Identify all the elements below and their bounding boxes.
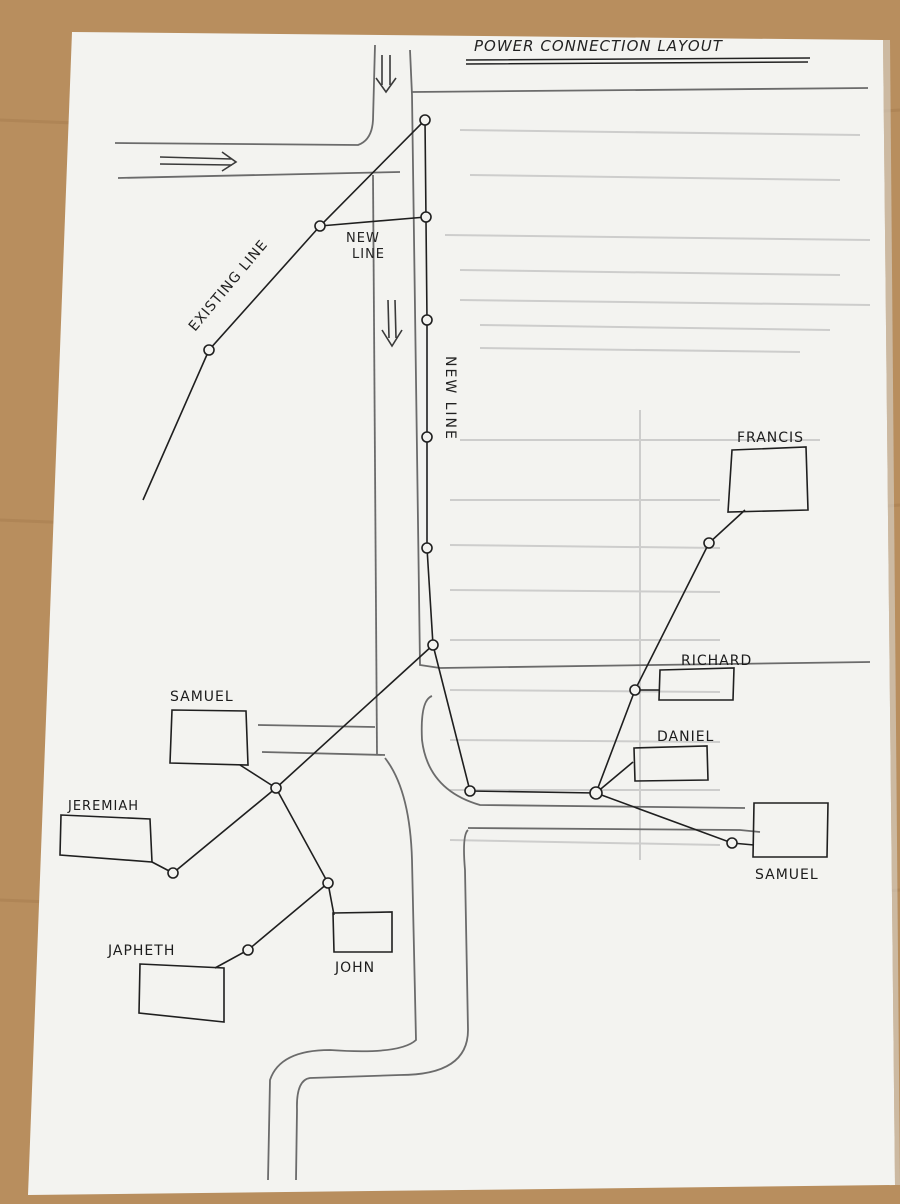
road-horizontal-upper-edge	[114, 44, 376, 146]
title-underline	[465, 57, 811, 65]
pole-new-5	[427, 639, 439, 651]
pole-japheth	[242, 944, 254, 956]
label-richard: RICHARD	[681, 653, 752, 669]
house-francis	[727, 446, 809, 513]
line-to-left-cluster	[275, 644, 434, 789]
pole-left-hub	[270, 782, 282, 794]
diagram-title: POWER CONNECTION LAYOUT	[474, 37, 724, 55]
new-line-branch-label: NEW LINE	[346, 231, 385, 262]
pole-new-2	[421, 314, 433, 326]
poles	[167, 114, 738, 956]
direction-arrows	[159, 55, 403, 348]
road-lower-right-upper-edge	[420, 695, 746, 809]
roads	[114, 44, 871, 1181]
line-right-daniel	[595, 761, 634, 794]
pole-road-corner	[464, 785, 476, 797]
house-jeremiah	[59, 814, 153, 863]
label-john: JOHN	[334, 960, 375, 976]
new-line-vertical-label: NEW LINE	[442, 356, 458, 441]
pole-right-hub	[589, 786, 603, 800]
arrow-down-top-icon	[375, 55, 397, 94]
label-jeremiah: JEREMIAH	[67, 799, 139, 814]
house-daniel	[633, 745, 709, 782]
pole-new-1	[420, 211, 432, 223]
paper-sheet	[28, 32, 895, 1195]
label-samuel-right: SAMUEL	[755, 867, 819, 883]
pole-new-3	[421, 431, 433, 443]
road-left-boundary	[257, 724, 376, 728]
label-francis: FRANCIS	[737, 430, 804, 446]
pole-existing-mid	[203, 344, 215, 356]
bleed-through-text	[444, 129, 871, 860]
road-top-right-edge	[411, 87, 869, 93]
house-john	[332, 911, 393, 953]
paper-shadow	[883, 40, 900, 1185]
pole-francis	[703, 537, 715, 549]
arrow-right-icon	[159, 151, 238, 172]
road-lower-right-extra	[439, 661, 871, 669]
new-line-branch	[319, 216, 427, 227]
label-samuel-left: SAMUEL	[170, 689, 234, 705]
pole-jeremiah	[167, 867, 179, 879]
road-lower-left-edge	[267, 757, 417, 1181]
road-vertical-right-edge	[409, 49, 441, 669]
pole-richard	[629, 684, 641, 696]
road-vertical-left-edge	[372, 174, 378, 756]
road-lower-right-edge-2	[295, 829, 469, 1181]
line-left-samuel	[239, 764, 277, 789]
pole-new-4	[421, 542, 433, 554]
house-japheth	[138, 963, 225, 1023]
existing-line	[142, 119, 426, 501]
house-richard	[658, 667, 735, 701]
pole-john	[322, 877, 334, 889]
house-samuel-right	[752, 802, 829, 858]
road-left-boundary-2	[261, 751, 386, 756]
label-daniel: DANIEL	[657, 729, 714, 745]
house-samuel-left	[169, 709, 249, 766]
houses	[59, 446, 829, 1023]
pole-existing-junction	[314, 220, 326, 232]
label-japheth: JAPHETH	[107, 943, 175, 959]
pole-samuel-right	[726, 837, 738, 849]
arrow-down-middle-icon	[381, 299, 403, 348]
pole-top	[419, 114, 431, 126]
road-horizontal-lower-edge	[117, 171, 401, 179]
